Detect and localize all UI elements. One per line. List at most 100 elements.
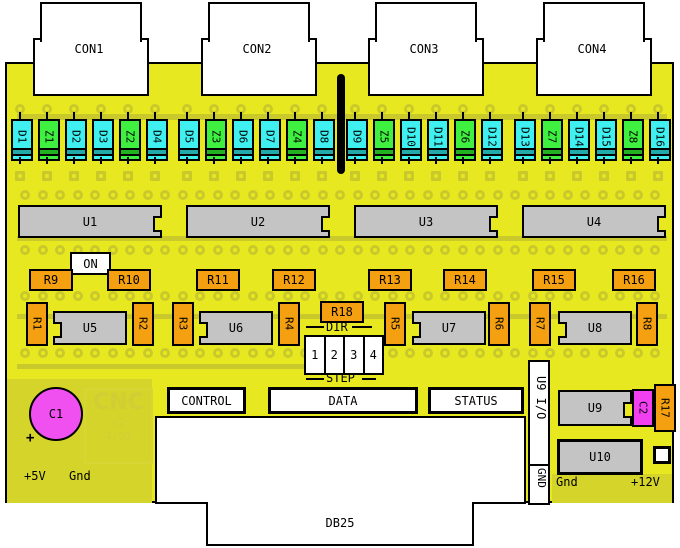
resistor-r17: R17 (654, 384, 676, 432)
solder-pad (150, 171, 160, 181)
cathode-band (121, 148, 139, 156)
logo-date: 4/02 (105, 430, 132, 443)
logo-version: v2 (111, 416, 126, 429)
solder-pad (370, 291, 380, 301)
diode-label: D8 (317, 130, 331, 144)
trace (17, 236, 667, 241)
diode-label: D13 (518, 127, 532, 147)
solder-pad (510, 348, 520, 358)
ic-u1-label: U1 (82, 214, 98, 229)
solder-pad (265, 190, 275, 200)
solder-pad (599, 104, 609, 114)
resistor-r14: R14 (443, 269, 487, 291)
diode-lead (489, 112, 491, 119)
diode-z2: Z2 (119, 119, 141, 161)
con2-connector: CON2 (201, 2, 317, 96)
solder-pad (182, 171, 192, 181)
solder-pad (125, 245, 135, 255)
solder-pad (615, 245, 625, 255)
cathode-band (570, 148, 588, 156)
solder-pad (510, 291, 520, 301)
solder-pad (457, 245, 468, 255)
solder-pad (562, 245, 573, 255)
dip-switch-4[interactable]: 4 (369, 348, 377, 362)
solder-pad (580, 348, 590, 358)
diode-lead (381, 157, 383, 164)
dip-switch-2[interactable]: 2 (326, 337, 345, 373)
solder-pad (195, 190, 205, 200)
cathode-band (207, 148, 225, 156)
diode-z4: Z4 (286, 119, 308, 161)
solder-pad (290, 171, 300, 181)
dip-switch-3[interactable]: 3 (345, 337, 365, 373)
diode-lead (489, 157, 491, 164)
ic-u9-label: U9 (587, 401, 603, 415)
solder-pad (37, 348, 48, 358)
solder-pad (458, 104, 468, 114)
solder-pad (653, 104, 663, 114)
ic-u10: U10 (557, 439, 643, 475)
diode-lead (321, 112, 323, 119)
diode-lead (549, 157, 551, 164)
solder-pad (209, 171, 219, 181)
diode-label: D15 (599, 127, 613, 147)
capacitor-c2-label: C2 (636, 401, 650, 415)
solder-pad (37, 245, 48, 255)
solder-pad (265, 348, 275, 358)
diode-lead (73, 157, 75, 164)
dip-switch[interactable]: 1 2 3 4 (304, 335, 384, 375)
diode-lead (408, 112, 410, 119)
solder-pad (195, 291, 205, 301)
solder-pad (599, 171, 609, 181)
solder-pad (123, 171, 133, 181)
solder-pad (15, 171, 25, 181)
diode-lead (576, 157, 578, 164)
solder-pad (230, 348, 240, 358)
solder-pad (518, 104, 528, 114)
solder-pad (597, 291, 608, 301)
diode-lead (321, 157, 323, 164)
solder-pad (545, 171, 555, 181)
solder-pad (580, 190, 590, 200)
solder-pad (492, 245, 503, 255)
solder-pad (20, 348, 30, 358)
diode-lead (19, 157, 21, 164)
resistor-r5: R5 (384, 302, 406, 346)
solder-pad (615, 190, 625, 200)
u9-io-header: U9 I/O GND (528, 360, 550, 505)
solder-pad (572, 104, 582, 114)
dip-switch-1[interactable]: 1 (306, 337, 326, 373)
diode-d5: D5 (178, 119, 200, 161)
ic-u9: U9 (558, 390, 632, 426)
diode-lead (46, 112, 48, 119)
solder-pad (20, 190, 30, 200)
solder-pad (492, 291, 503, 301)
diode-z6: Z6 (454, 119, 476, 161)
solder-pad (370, 190, 380, 200)
resistor-r7: R7 (529, 302, 551, 346)
solder-pad (230, 245, 240, 255)
solder-pad (475, 348, 485, 358)
solder-pad (20, 245, 30, 255)
resistor-r2: R2 (132, 302, 154, 346)
solder-pad (177, 348, 188, 358)
resistor-r17-label: R17 (658, 398, 672, 418)
ic-u1: U1 (18, 205, 162, 238)
cathode-band (67, 148, 85, 156)
solder-pad (142, 190, 153, 200)
solder-pad (317, 245, 328, 255)
solder-pad (15, 104, 25, 114)
resistor-r4: R4 (278, 302, 300, 346)
solder-pad (72, 245, 83, 255)
solder-pad (96, 171, 106, 181)
solder-pad (350, 171, 360, 181)
c1-polarity-mark: + (26, 430, 35, 446)
resistor-r18: R18 (320, 301, 364, 323)
solder-pad (422, 348, 433, 358)
solder-pad (377, 171, 387, 181)
solder-pad (431, 171, 441, 181)
diode-label: D6 (236, 130, 250, 144)
ground-plane (7, 379, 152, 503)
diode-label: D11 (431, 127, 445, 147)
solder-pad (405, 291, 415, 301)
